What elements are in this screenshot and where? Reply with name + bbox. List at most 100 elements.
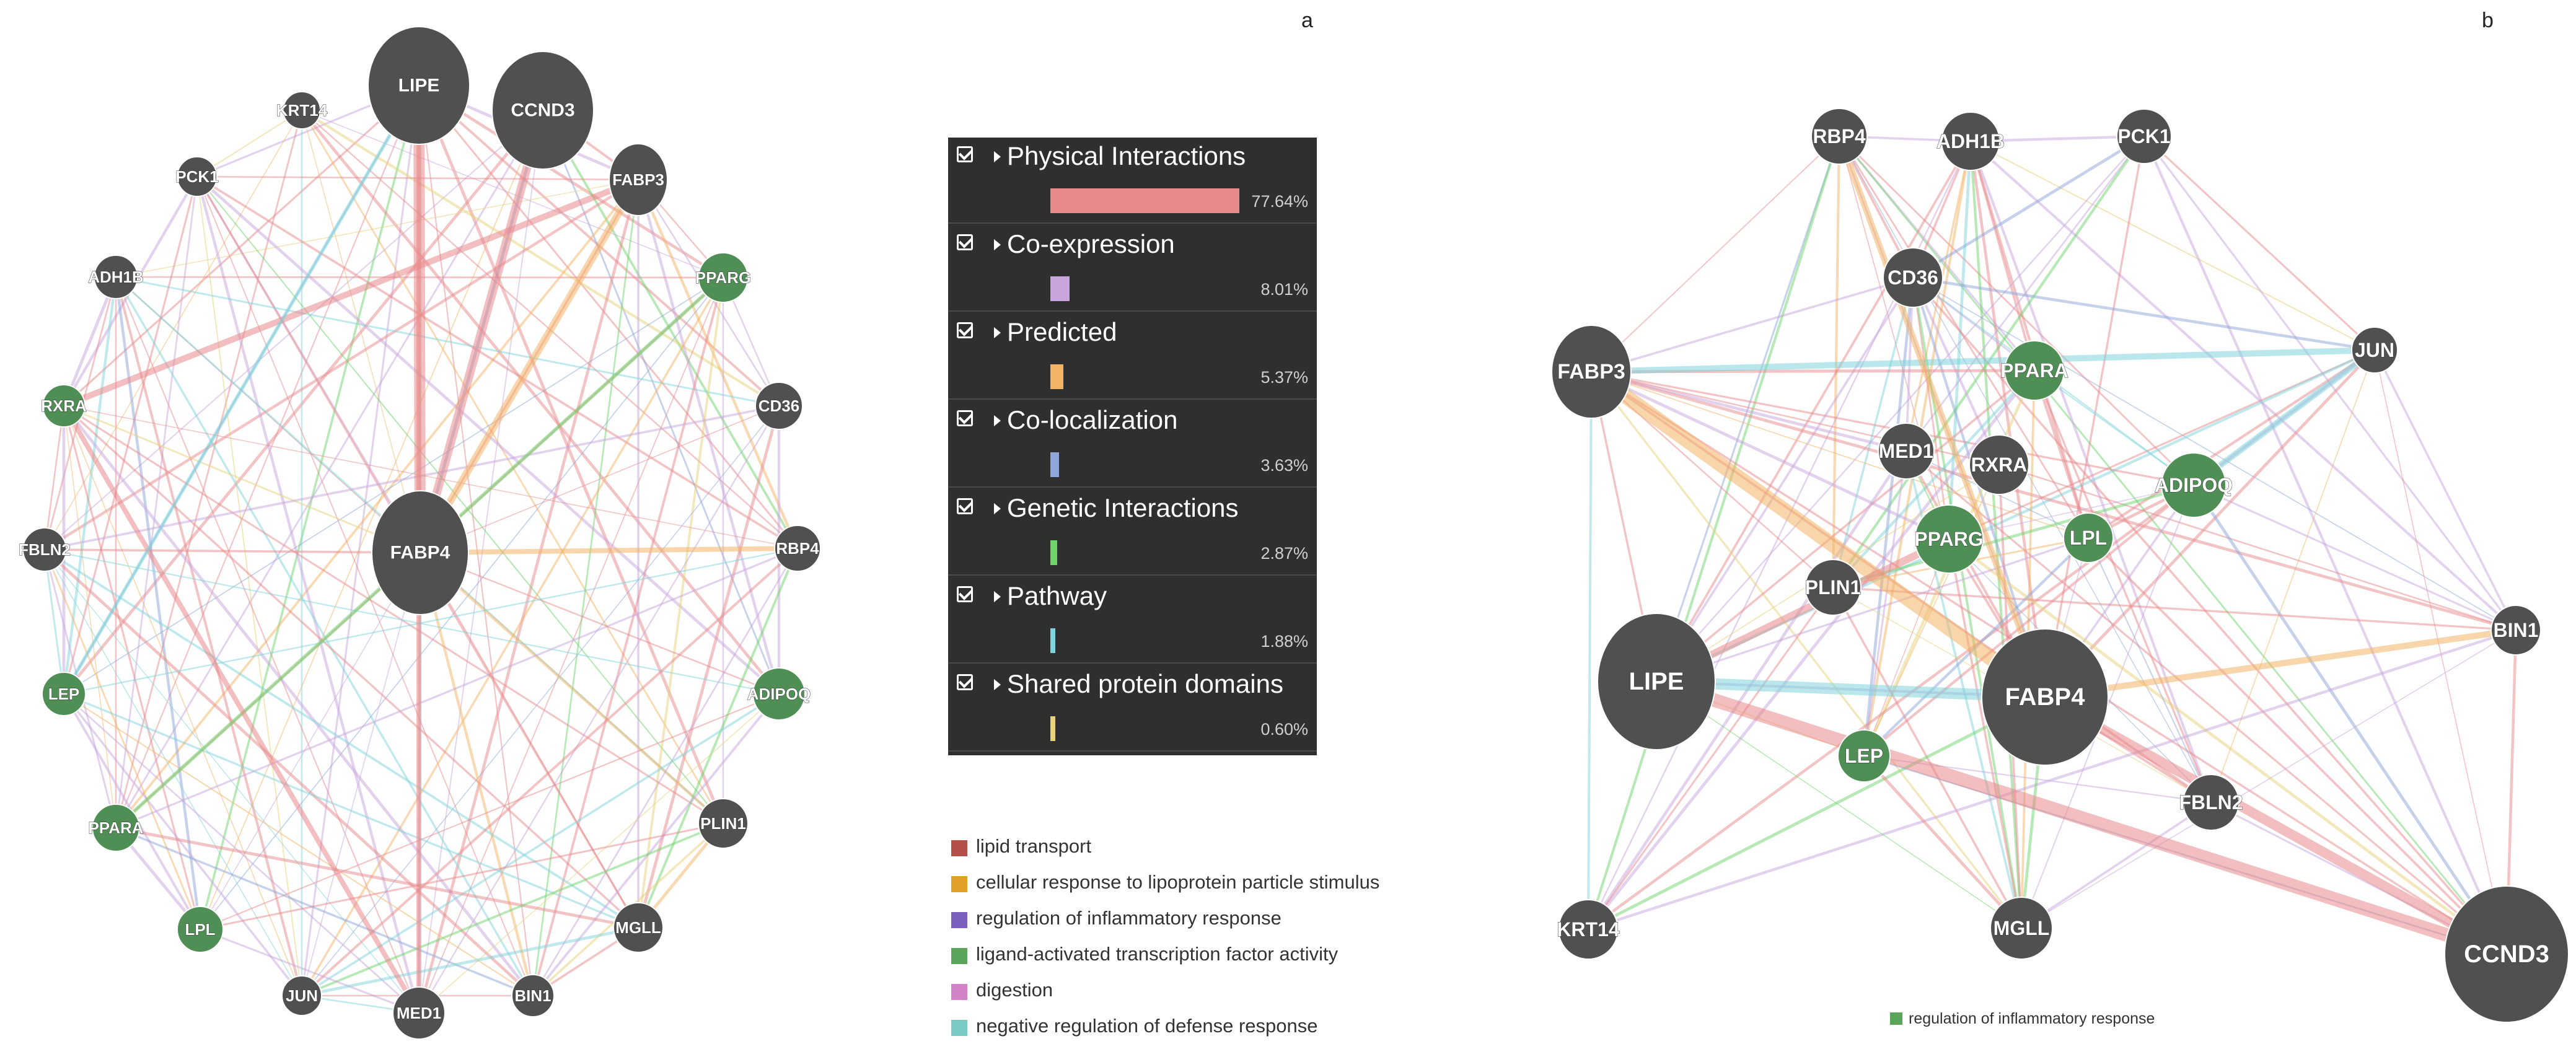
- b-node-lep[interactable]: LEP: [1837, 729, 1891, 783]
- b-node-label-lipe: LIPE: [1629, 668, 1684, 695]
- a-node-krt14[interactable]: KRT14: [276, 91, 328, 129]
- b-node-circle-plin1: [1805, 559, 1862, 616]
- expand-triangle-icon[interactable]: [994, 151, 1001, 162]
- a-node-jun[interactable]: JUN: [281, 975, 322, 1016]
- a-edge-krt14-adipoq: [301, 109, 780, 695]
- expand-triangle-icon[interactable]: [994, 239, 1001, 250]
- weight-bar: [1050, 364, 1064, 389]
- b-edge-fabp3-plin1: [1591, 371, 1834, 588]
- expand-triangle-icon[interactable]: [994, 679, 1001, 690]
- expand-triangle-icon[interactable]: [994, 591, 1001, 602]
- expand-triangle-icon[interactable]: [994, 415, 1001, 426]
- a-node-circle-ppara: [92, 804, 140, 852]
- checkbox-icon[interactable]: [957, 146, 973, 162]
- b-node-plin1[interactable]: PLIN1: [1805, 559, 1862, 616]
- checkbox-icon[interactable]: [957, 498, 973, 514]
- b-node-ccnd3[interactable]: CCND3: [2444, 885, 2569, 1023]
- a-edge-fabp3-rbp4: [636, 179, 799, 549]
- b-node-fabp4[interactable]: FABP4: [1981, 628, 2109, 766]
- b-edge-adipoq-fabp4: [2044, 484, 2195, 698]
- b-edge-rbp4-ccnd3: [1838, 136, 2508, 955]
- a-node-cd36[interactable]: CD36: [755, 382, 803, 430]
- b-node-cd36[interactable]: CD36: [1883, 247, 1943, 308]
- a-node-ccnd3[interactable]: CCND3: [491, 51, 594, 170]
- b-node-fabp3[interactable]: FABP3: [1551, 325, 1632, 419]
- checkbox-icon[interactable]: [957, 586, 973, 602]
- a-node-rbp4[interactable]: RBP4: [774, 525, 821, 572]
- a-edge-pck1-bin1: [196, 176, 534, 996]
- b-node-label-krt14: KRT14: [1557, 918, 1620, 941]
- a-node-adipoq[interactable]: ADIPOQ: [747, 667, 811, 721]
- b-node-bin1[interactable]: BIN1: [2490, 605, 2541, 656]
- a-node-pck1[interactable]: PCK1: [175, 156, 219, 197]
- a-node-mgll[interactable]: MGLL: [613, 902, 664, 953]
- a-strong-edge-lipe-lep: [62, 84, 421, 695]
- a-node-pparg[interactable]: PPARG: [695, 252, 752, 303]
- b-node-lpl[interactable]: LPL: [2063, 512, 2114, 563]
- b-edge-jun-bin1: [2373, 349, 2517, 631]
- checkbox-icon[interactable]: [957, 234, 973, 250]
- b-node-adh1b[interactable]: ADH1B: [1936, 112, 2005, 171]
- b-edge-rbp4-ppara: [1838, 135, 2036, 372]
- b-node-mgll[interactable]: MGLL: [1990, 897, 2053, 960]
- a-node-bin1[interactable]: BIN1: [511, 974, 555, 1017]
- b-node-pck1[interactable]: PCK1: [2116, 108, 2172, 164]
- b-node-circle-ccnd3: [2444, 885, 2569, 1023]
- a-node-fabp3[interactable]: FABP3: [609, 143, 668, 216]
- a-node-lipe[interactable]: LIPE: [367, 26, 470, 145]
- b-node-adipoq[interactable]: ADIPOQ: [2154, 452, 2233, 518]
- a-node-fabp4[interactable]: FABP4: [371, 490, 469, 615]
- a-node-ppara[interactable]: PPARA: [88, 804, 144, 852]
- b-node-fbln2[interactable]: FBLN2: [2179, 774, 2243, 831]
- b-strong-edge-lipe-pparg: [1655, 535, 1951, 685]
- b-node-circle-lpl: [2063, 512, 2114, 563]
- b-edge-pck1-cd36: [1912, 134, 2145, 279]
- a-node-circle-ccnd3: [491, 51, 594, 170]
- a-edge-ccnd3-lpl: [200, 110, 543, 930]
- expand-triangle-icon[interactable]: [994, 503, 1001, 514]
- b-node-label-adipoq: ADIPOQ: [2155, 474, 2233, 496]
- checkbox-icon[interactable]: [957, 410, 973, 426]
- a-node-lpl[interactable]: LPL: [177, 906, 224, 953]
- a-edge-fabp4-fbln2: [44, 548, 421, 554]
- a-node-fbln2[interactable]: FBLN2: [19, 527, 71, 572]
- b-edge-rxra-mgll: [1998, 464, 2023, 929]
- a-node-plin1[interactable]: PLIN1: [698, 798, 749, 849]
- b-edge-plin1-fbln2: [1832, 587, 2212, 803]
- a-node-lep[interactable]: LEP: [42, 672, 86, 716]
- b-edge-ppara-plin1: [1832, 369, 2036, 589]
- a-node-med1[interactable]: MED1: [392, 986, 446, 1040]
- a-node-rxra[interactable]: RXRA: [41, 384, 87, 428]
- b-node-rxra[interactable]: RXRA: [1969, 434, 2029, 495]
- legend-swatch: [951, 912, 967, 928]
- b-node-lipe[interactable]: LIPE: [1597, 613, 1716, 750]
- checkbox-icon[interactable]: [957, 322, 973, 338]
- b-node-med1[interactable]: MED1: [1878, 423, 1935, 480]
- a-edge-rbp4-jun: [301, 547, 799, 997]
- b-node-circle-fbln2: [2183, 774, 2240, 831]
- b-edge-adh1b-mgll: [1969, 141, 2023, 929]
- b-node-jun[interactable]: JUN: [2351, 327, 2398, 374]
- a-node-adh1b[interactable]: ADH1B: [88, 255, 144, 299]
- b-edge-cd36-rxra: [1912, 277, 2000, 465]
- expand-triangle-icon[interactable]: [994, 327, 1001, 338]
- weight-bar: [1050, 540, 1058, 565]
- b-edge-bin1-krt14: [1588, 628, 2517, 931]
- b-node-krt14[interactable]: KRT14: [1557, 899, 1620, 960]
- b-node-rbp4[interactable]: RBP4: [1811, 108, 1868, 165]
- b-edge-med1-krt14: [1587, 450, 1907, 931]
- checkbox-icon[interactable]: [957, 674, 973, 690]
- b-node-pparg[interactable]: PPARG: [1914, 504, 1984, 574]
- b-node-ppara[interactable]: PPARA: [2000, 340, 2068, 401]
- a-strong-edge-ccnd3-fabp4: [416, 109, 547, 554]
- b-edge-fabp3-ppara: [1591, 369, 2035, 374]
